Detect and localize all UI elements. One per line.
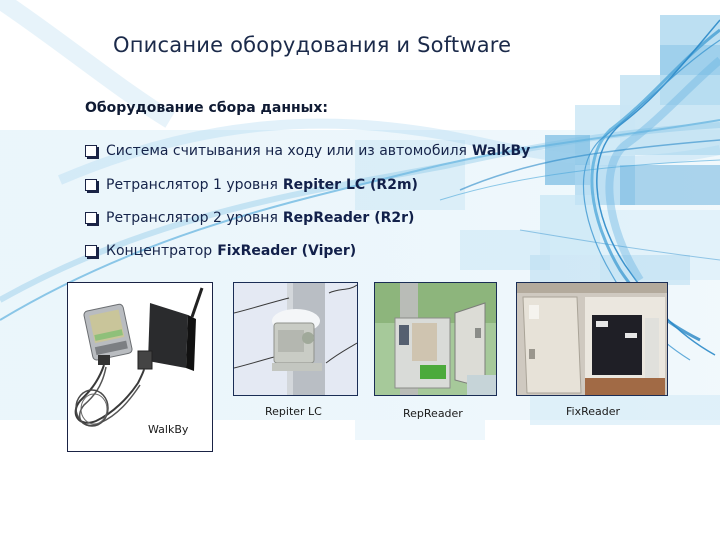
section-heading: Оборудование сбора данных: [85,100,328,116]
item-text: Ретранслятор 2 уровня [106,209,278,226]
repreader-photo [374,282,497,396]
photo-caption: WalkBy [148,423,189,436]
photo-caption: FixReader [566,405,621,418]
checkbox-square-icon [85,211,97,224]
repreader-cabinet-illustration [375,283,496,395]
fixreader-cabinet-illustration [517,283,667,395]
walkby-photo: WalkBy [67,282,213,452]
photo-caption: RepReader [403,407,463,420]
item-product-name: FixReader (Viper) [217,242,357,259]
page-title: Описание оборудования и Software [113,33,512,57]
equipment-list: Система считывания на ходу или из автомо… [85,133,530,267]
item-product-name: WalkBy [471,142,531,159]
list-item: Концентратор FixReader (Viper) [85,234,530,267]
repiter-lc-photo [233,282,358,396]
checkbox-square-icon [85,144,97,157]
list-item: Система считывания на ходу или из автомо… [85,133,530,168]
checkbox-square-icon [85,244,97,257]
list-item: Ретранслятор 1 уровня Repiter LC (R2m) [85,168,530,201]
item-product-name: RepReader (R2r) [282,209,415,226]
item-text: Ретранслятор 1 уровня [106,176,278,193]
walkby-device-illustration [74,287,204,427]
list-item: Ретранслятор 2 уровня RepReader (R2r) [85,201,530,234]
item-product-name: Repiter LC (R2m) [282,176,418,193]
repeater-on-pole-illustration [234,283,357,395]
item-text: Система считывания на ходу или из автомо… [106,142,467,159]
fixreader-photo [516,282,668,396]
photo-caption: Repiter LC [265,405,322,418]
item-text: Концентратор [106,242,213,259]
checkbox-square-icon [85,178,97,191]
